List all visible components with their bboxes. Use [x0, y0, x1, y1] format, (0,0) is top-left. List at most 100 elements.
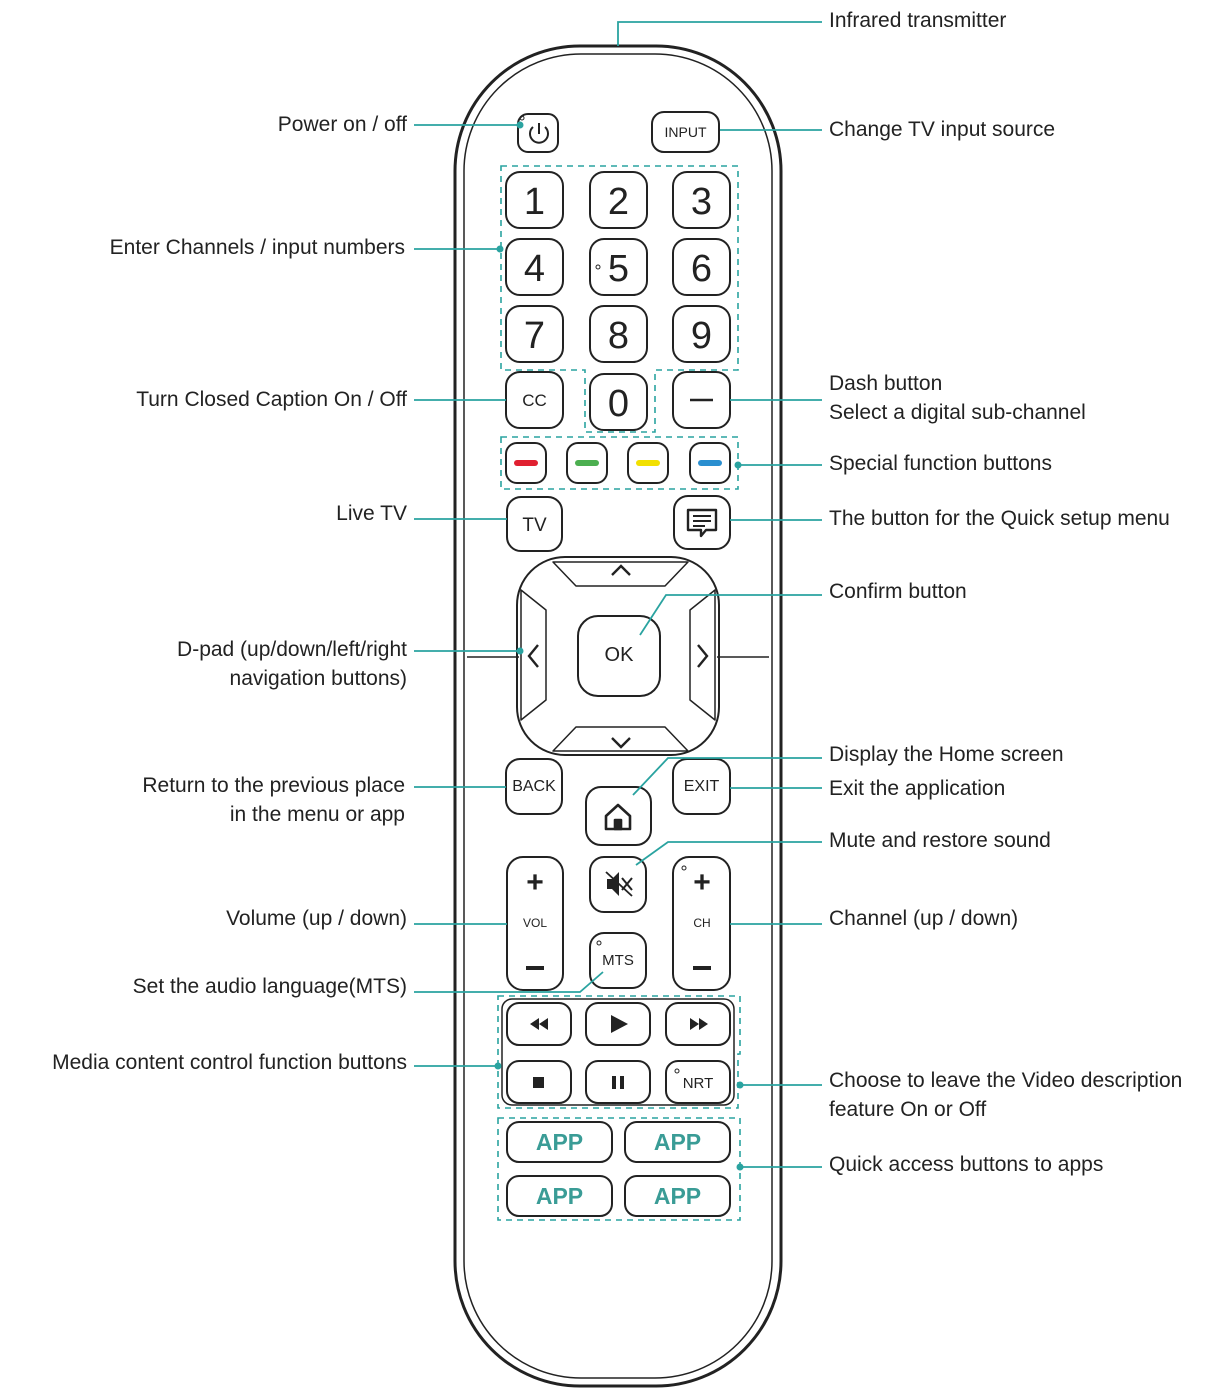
blue-button[interactable] [689, 442, 731, 484]
digit-button-4[interactable]: 4 [505, 238, 564, 296]
app-button-1[interactable]: APP [506, 1121, 613, 1163]
ok-button[interactable]: OK [577, 615, 661, 697]
d-pad-right[interactable] [689, 589, 716, 721]
label-channels: Enter Channels / input numbers [109, 236, 405, 259]
pause-button[interactable] [585, 1060, 651, 1104]
label-dash-line-2: Select a digital sub-channel [829, 401, 1086, 424]
label-dpad-line-1: D-pad (up/down/left/right [177, 638, 407, 661]
stop-button[interactable] [506, 1060, 572, 1104]
label-live-tv: Live TV [336, 502, 407, 525]
label-nrt-line-1: Choose to leave the Video description [829, 1069, 1183, 1092]
label-quick-setup: The button for the Quick setup menu [829, 507, 1170, 530]
quick-menu-icon [686, 508, 718, 538]
app-button-label: APP [536, 1129, 583, 1155]
label-media-controls: Media content control function buttons [52, 1051, 407, 1074]
yellow-button[interactable] [627, 442, 669, 484]
back-button-label: BACK [512, 778, 556, 795]
leader-dot [736, 1163, 744, 1171]
label-dpad: D-pad (up/down/left/right navigation but… [177, 635, 407, 693]
label-dpad-line-2: navigation buttons) [229, 667, 407, 690]
chevron-up-icon [611, 564, 631, 576]
digit-label-6: 6 [691, 248, 712, 290]
input-button[interactable]: INPUT [651, 111, 720, 153]
tv-button-label: TV [522, 515, 547, 536]
leader-confirm [639, 594, 822, 636]
digit-label-9: 9 [691, 315, 712, 357]
mute-button[interactable] [589, 856, 647, 913]
leader-home [632, 757, 822, 796]
chevron-down-icon [611, 737, 631, 749]
nrt-button-label: NRT [683, 1075, 714, 1092]
green-button[interactable] [566, 442, 608, 484]
label-channel: Channel (up / down) [829, 907, 1019, 930]
d-pad-up[interactable] [552, 561, 689, 587]
digit-button-8[interactable]: 8 [589, 305, 648, 363]
cc-button[interactable]: CC [505, 371, 564, 429]
channel-up-label: + [693, 866, 711, 899]
leader-dot [734, 461, 742, 469]
label-nrt-line-2: feature On or Off [829, 1098, 987, 1121]
d-pad: OK [516, 556, 720, 756]
volume-rocker[interactable]: + VOL [506, 856, 564, 991]
channel-label: CH [693, 916, 710, 930]
digit-button-2[interactable]: 2 [589, 171, 648, 229]
exit-button[interactable]: EXIT [672, 758, 731, 815]
home-icon [604, 803, 632, 831]
digit-button-5[interactable]: 5 [589, 238, 648, 296]
app-button-4[interactable]: APP [624, 1175, 731, 1217]
volume-label: VOL [523, 916, 547, 930]
rewind-button[interactable] [506, 1002, 572, 1046]
chevron-left-icon [527, 644, 539, 668]
digit-label-1: 1 [524, 181, 545, 223]
tv-button[interactable]: TV [506, 496, 563, 552]
play-button[interactable] [585, 1002, 651, 1046]
stop-icon [533, 1077, 544, 1088]
fast-forward-button[interactable] [665, 1002, 731, 1046]
pause-icon [612, 1076, 624, 1089]
label-exit: Exit the application [829, 777, 1006, 800]
digit-button-3[interactable]: 3 [672, 171, 731, 229]
exit-button-label: EXIT [684, 778, 720, 795]
power-button[interactable] [517, 113, 559, 153]
back-button[interactable]: BACK [505, 758, 563, 815]
label-back-line-2: in the menu or app [229, 803, 405, 826]
digit-label-0: 0 [608, 383, 629, 425]
chevron-right-icon [697, 644, 709, 668]
home-button[interactable] [585, 786, 652, 846]
dash-button[interactable] [672, 371, 731, 429]
app-button-label: APP [654, 1183, 701, 1209]
quick-menu-button[interactable] [673, 495, 731, 550]
app-button-label: APP [654, 1129, 701, 1155]
label-home: Display the Home screen [829, 743, 1064, 766]
digit-button-0[interactable]: 0 [589, 373, 648, 431]
media-controls: NRT [501, 998, 735, 1106]
leader-infrared [617, 21, 822, 46]
label-dash: Dash button Select a digital sub-channel [829, 369, 1086, 427]
app-button-2[interactable]: APP [624, 1121, 731, 1163]
digit-button-6[interactable]: 6 [672, 238, 731, 296]
app-button-3[interactable]: APP [506, 1175, 613, 1217]
app-buttons: APP APP APP APP [506, 1121, 731, 1217]
dashed-groups [497, 165, 741, 1221]
nrt-button[interactable]: NRT [665, 1060, 731, 1104]
label-infrared-transmitter: Infrared transmitter [829, 9, 1007, 32]
leader-mts [414, 971, 604, 993]
red-button[interactable] [505, 442, 547, 484]
digit-button-1[interactable]: 1 [505, 171, 564, 229]
d-pad-down[interactable] [552, 726, 689, 752]
digit-button-7[interactable]: 7 [505, 305, 564, 363]
digit-label-5: 5 [608, 248, 629, 290]
label-dash-line-1: Dash button [829, 372, 943, 395]
mts-button[interactable]: MTS [589, 932, 647, 989]
label-nrt: Choose to leave the Video description fe… [829, 1066, 1182, 1124]
leader-dot [736, 1081, 744, 1089]
cc-button-label: CC [522, 391, 547, 410]
app-button-label: APP [536, 1183, 583, 1209]
d-pad-left[interactable] [520, 589, 547, 721]
channel-rocker[interactable]: + CH [672, 856, 731, 991]
label-mts: Set the audio language(MTS) [132, 975, 407, 998]
digit-button-9[interactable]: 9 [672, 305, 731, 363]
label-mute: Mute and restore sound [829, 829, 1051, 852]
